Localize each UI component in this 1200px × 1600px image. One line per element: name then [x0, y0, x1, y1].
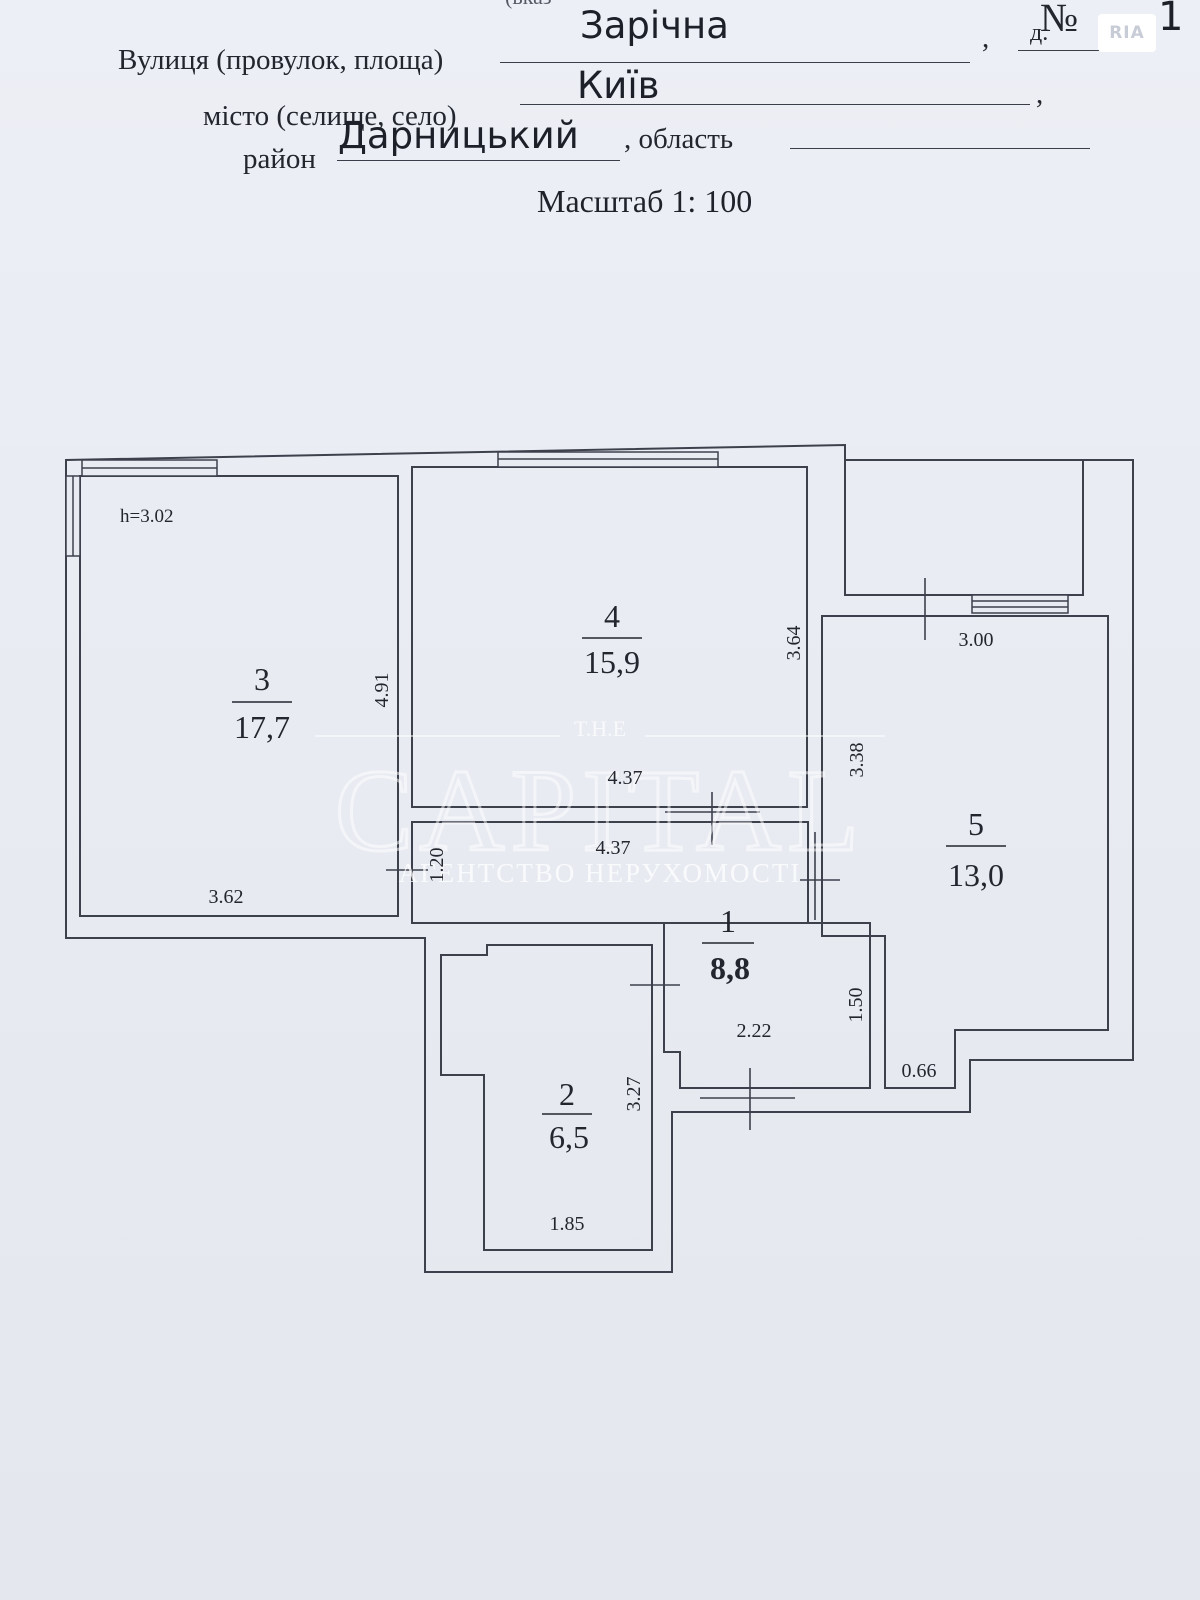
- watermark-brand-top: T.H.E: [574, 716, 626, 741]
- room-4-number: 4: [604, 598, 620, 634]
- district-underline: [337, 160, 620, 161]
- dim-room2-height: 3.27: [623, 1077, 645, 1112]
- room-1-area: 8,8: [710, 950, 750, 986]
- room-3-outline: [79, 475, 399, 917]
- room-1-outline: [663, 922, 871, 1089]
- dim-room1-height: 1.50: [845, 988, 867, 1023]
- room-3-area: 17,7: [234, 709, 290, 745]
- number-prefix: д.: [1030, 20, 1049, 46]
- ceiling-height: h=3.02: [120, 506, 173, 527]
- room-2-number: 2: [559, 1076, 575, 1112]
- dim-corridor-width: 4.37: [596, 837, 631, 859]
- street-label: Вулиця (провулок, площа): [118, 44, 444, 76]
- number-label: №: [1040, 0, 1079, 40]
- dim-room4-width: 4.37: [608, 767, 643, 789]
- dim-room4-height: 3.64: [783, 626, 805, 661]
- city-comma: ,: [1036, 78, 1044, 110]
- ria-logo: RIA: [1098, 14, 1156, 52]
- room-2-outline: [440, 944, 653, 1251]
- balcony-outline: [844, 459, 1084, 596]
- district-value: Дарницький: [338, 114, 579, 157]
- street-underline: [500, 62, 970, 63]
- region-label: , область: [624, 123, 734, 155]
- room-2-area: 6,5: [549, 1119, 589, 1155]
- room-4-area: 15,9: [584, 644, 640, 680]
- dim-room3-height: 4.91: [371, 673, 393, 708]
- header-partial-text: (вказ: [505, 0, 552, 10]
- dim-room3-width: 3.62: [209, 886, 244, 908]
- city-value: Київ: [577, 64, 660, 107]
- dim-room1-width: 2.22: [737, 1020, 772, 1042]
- city-label: місто (селище, село): [203, 100, 457, 132]
- dim-room5-side: 3.38: [846, 743, 868, 778]
- number-value: 1: [1158, 0, 1184, 40]
- dim-corridor-height: 1.20: [426, 848, 448, 883]
- watermark-brand: CAPITAL: [335, 745, 866, 876]
- window-room-5: [971, 594, 1069, 614]
- room-5-area: 13,0: [948, 857, 1004, 893]
- room-5-number: 5: [968, 806, 984, 842]
- watermark-tagline: АГЕНТСТВО НЕРУХОМОСТІ: [399, 858, 802, 888]
- scale-label: Масштаб 1: 100: [537, 183, 753, 219]
- city-underline: [520, 104, 1030, 105]
- room-5-outline: [821, 615, 1109, 1089]
- dim-room2-width: 1.85: [550, 1213, 585, 1235]
- street-value: Зарічна: [580, 4, 729, 47]
- street-comma: ,: [982, 22, 990, 54]
- room-1-number: 1: [720, 903, 736, 939]
- room-3-number: 3: [254, 661, 270, 697]
- number-underline: [1018, 50, 1138, 51]
- dim-room5-bottom: 0.66: [902, 1060, 937, 1082]
- district-label: район: [243, 143, 316, 175]
- dim-room5-top: 3.00: [959, 629, 994, 651]
- region-underline: [790, 148, 1090, 149]
